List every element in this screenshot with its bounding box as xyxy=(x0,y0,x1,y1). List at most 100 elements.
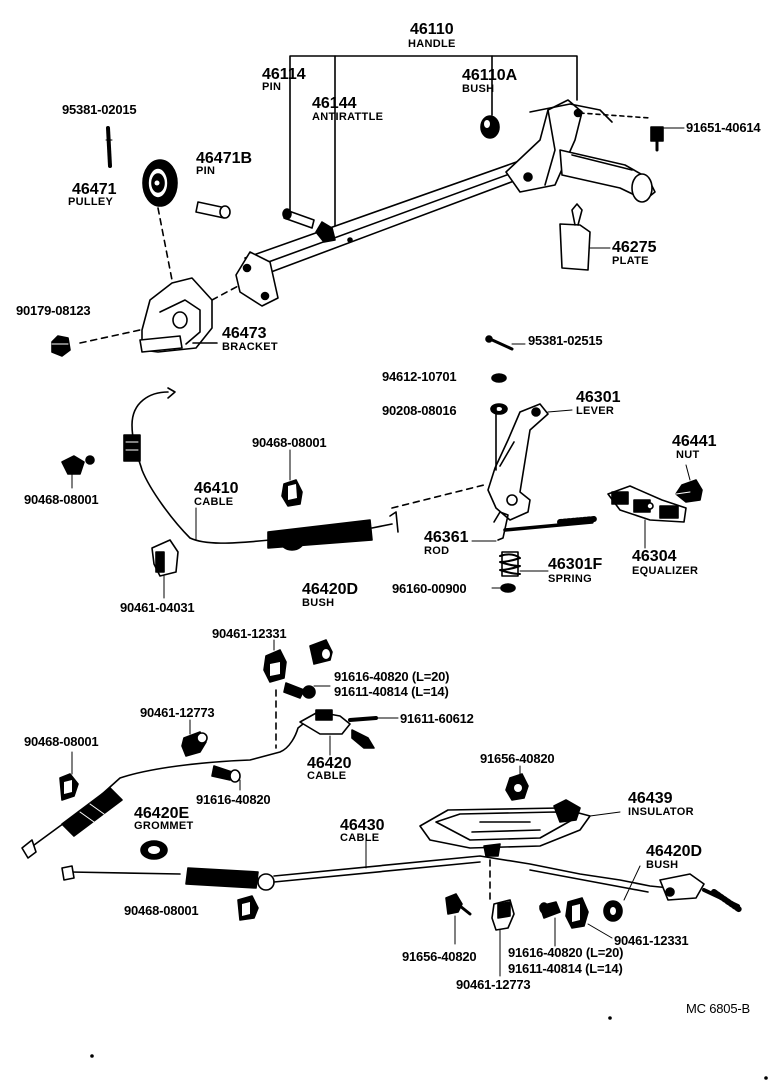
nut-90179-08123-part xyxy=(51,335,71,357)
clip-90461-12331-b-part xyxy=(565,897,613,939)
pulley-name: PULLEY xyxy=(68,196,114,208)
diagram-reference-code: MC 6805-B xyxy=(686,1001,750,1016)
clip-90468-08001-d-label: 90468-08001 xyxy=(124,903,199,918)
cable-46430-number: 46430 xyxy=(340,817,385,834)
cable-46420-number: 46420 xyxy=(307,755,352,772)
bolt-95381-02015-part xyxy=(105,126,113,168)
plate-number: 46275 xyxy=(612,239,657,256)
clip-90461-04031-part xyxy=(151,539,179,599)
bush-46420d-a-part xyxy=(309,639,333,665)
washer-94612-10701-part xyxy=(491,373,507,383)
spring-number: 46301F xyxy=(548,556,603,573)
washer-94612-10701-label: 94612-10701 xyxy=(382,369,457,384)
bush-46110a-part xyxy=(480,115,500,139)
pin-96160-00900-part xyxy=(491,583,516,593)
pin-46114-part xyxy=(282,208,315,229)
bolt-91656-40820-b-label: 91656-40820 xyxy=(402,949,477,964)
clip-90461-12773-b-part xyxy=(491,899,515,977)
plate-name: PLATE xyxy=(612,255,649,267)
clip-90468-08001-c-label: 90468-08001 xyxy=(24,734,99,749)
bolt-91616-40820-b-part xyxy=(539,901,561,947)
bolt-91656-40820-a-label: 91656-40820 xyxy=(480,751,555,766)
antirattle-name: ANTIRATTLE xyxy=(312,111,384,123)
bolt-91651-40614-label: 91651-40614 xyxy=(686,120,761,135)
bush-46420d-a-name: BUSH xyxy=(302,597,335,609)
clip-90461-12773-a-part xyxy=(181,719,208,757)
clip-90468-08001-c-part xyxy=(59,751,79,801)
equalizer-46304-part xyxy=(607,485,687,549)
cable-46410-number: 46410 xyxy=(194,480,239,497)
bracket-name: BRACKET xyxy=(222,341,278,353)
cable-46430-name: CABLE xyxy=(340,832,380,844)
bolt-91651-40614-part xyxy=(650,126,685,152)
insulator-name: INSULATOR xyxy=(628,806,694,818)
bush-46420d-b-number: 46420D xyxy=(646,843,703,860)
bolt-91616-40820-label: 91616-40820 xyxy=(196,792,271,807)
pin-46471b-part xyxy=(195,201,231,219)
spring-name: SPRING xyxy=(548,573,592,585)
grommet-number: 46420E xyxy=(134,805,190,822)
pulley-number: 46471 xyxy=(72,181,117,198)
plate-46275-part xyxy=(559,203,611,271)
lever-number: 46301 xyxy=(576,389,621,406)
clip-90461-12773-b-label: 90461-12773 xyxy=(456,977,531,992)
clip-90461-12331-b-label: 90461-12331 xyxy=(614,933,689,948)
cable-46410-name: CABLE xyxy=(194,496,234,508)
clip-90461-12331-a-part xyxy=(263,639,287,749)
grommet-46420e-part xyxy=(140,840,168,860)
cable-46430-part xyxy=(61,837,743,913)
clip-90461-12773-a-label: 90461-12773 xyxy=(140,705,215,720)
insulator-46439-part xyxy=(419,799,621,857)
lever-name: LEVER xyxy=(576,405,615,417)
bush-46420d-b-part xyxy=(603,865,641,922)
clip-90461-04031-label: 90461-04031 xyxy=(120,600,195,615)
antirattle-number: 46144 xyxy=(312,95,357,112)
bolt-91616-40820-l20-a-label: 91616-40820 (L=20) xyxy=(334,669,450,684)
equalizer-number: 46304 xyxy=(632,548,677,565)
pin-46471b-number: 46471B xyxy=(196,150,253,167)
bush-46420d-a-number: 46420D xyxy=(302,581,359,598)
bolt-91656-40820-b-part xyxy=(445,893,472,945)
bolt-91611-40814-l14-a-label: 91611-40814 (L=14) xyxy=(334,684,449,699)
nut-46441-number: 46441 xyxy=(672,433,717,450)
cable-46420-part xyxy=(21,709,399,859)
handle-part-number: 46110 xyxy=(410,21,454,38)
clip-90468-08001-d-part xyxy=(237,895,259,921)
pin-46114-number: 46114 xyxy=(262,66,306,83)
rod-46361-part xyxy=(471,511,597,542)
clip-90468-08001-a-label: 90468-08001 xyxy=(24,492,99,507)
cable-46420-name: CABLE xyxy=(307,770,347,782)
rod-number: 46361 xyxy=(424,529,469,546)
equalizer-name: EQUALIZER xyxy=(632,565,699,577)
antirattle-46144-part xyxy=(315,221,353,243)
handle-leader-bracket xyxy=(289,55,578,231)
bolt-91656-40820-a-part xyxy=(505,765,529,801)
nut-46441-name: NUT xyxy=(676,449,700,461)
clip-90468-08001-b-part xyxy=(281,449,303,507)
spring-46301f-part xyxy=(499,551,549,577)
pin-96160-00900-label: 96160-00900 xyxy=(392,581,467,596)
cable-46410-part xyxy=(123,387,399,551)
pin-95381-02515-label: 95381-02515 xyxy=(528,333,603,348)
pin-46471b-name: PIN xyxy=(196,165,216,177)
handle-assembly xyxy=(235,99,656,307)
nut-90179-08123-label: 90179-08123 xyxy=(16,303,91,318)
lever-46301-part xyxy=(487,403,573,521)
bush-46110a-number: 46110A xyxy=(462,67,518,84)
nut-46441-part xyxy=(675,464,703,503)
bolt-91611-40814-l14-b-label: 91611-40814 (L=14) xyxy=(508,961,623,976)
grommet-name: GROMMET xyxy=(134,820,194,832)
clip-90461-12331-a-label: 90461-12331 xyxy=(212,626,287,641)
pulley-46471-part xyxy=(142,159,178,207)
bracket-number: 46473 xyxy=(222,325,267,342)
rod-name: ROD xyxy=(424,545,450,557)
handle-part-name: HANDLE xyxy=(408,38,456,50)
bush-46420d-b-name: BUSH xyxy=(646,859,679,871)
bolt-91616-40820-l20-b-label: 91616-40820 (L=20) xyxy=(508,945,624,960)
insulator-number: 46439 xyxy=(628,790,673,807)
bolt-95381-02015-label: 95381-02015 xyxy=(62,102,137,117)
bracket-46473-part xyxy=(79,277,241,353)
washer-90208-08016-label: 90208-08016 xyxy=(382,403,457,418)
bolt-91616-40820-a-part xyxy=(283,682,331,699)
